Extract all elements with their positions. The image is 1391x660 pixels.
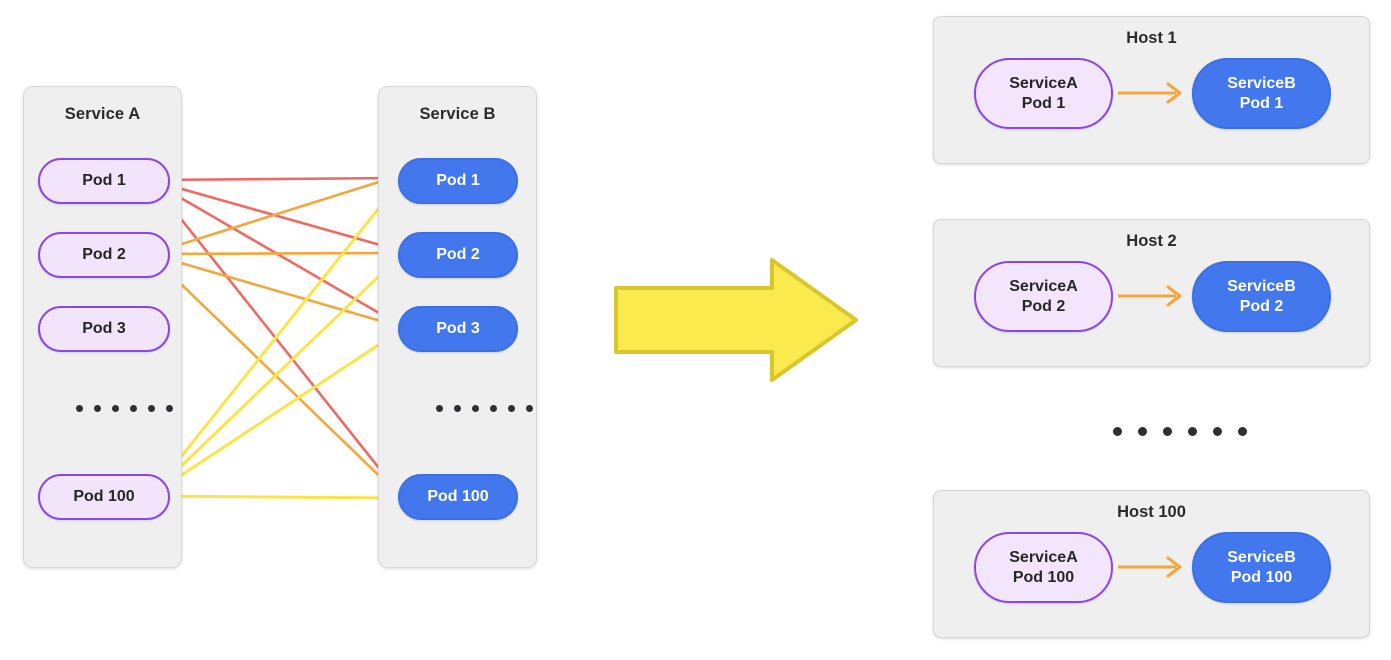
host-card-2: Host 2 ServiceA Pod 2 ServiceB Pod 2 (933, 219, 1370, 367)
host-card-100: Host 100 ServiceA Pod 100 ServiceB Pod 1… (933, 490, 1370, 638)
transform-arrow-icon (614, 258, 858, 382)
host-100-source-pod-label: Pod 100 (1012, 568, 1075, 586)
ellipsis-dot (130, 405, 137, 412)
edge-a1-b3 (149, 178, 401, 326)
edges-from-pod-a1 (148, 170, 401, 494)
service-b-pod-1[interactable]: Pod 1 (398, 158, 518, 204)
ellipsis-dot (76, 405, 83, 412)
ellipsis-dot (436, 405, 443, 412)
ellipsis-dot (454, 405, 461, 412)
ellipsis-dot (1163, 427, 1172, 436)
host-2-source-service: ServiceA (1009, 277, 1078, 295)
host-2-target-pod[interactable]: ServiceB Pod 2 (1192, 261, 1331, 332)
edge-a1-b2 (149, 178, 401, 254)
ellipsis-dot (166, 405, 173, 412)
host-100-target-pod-label: Pod 100 (1230, 568, 1293, 586)
host-100-target-pod[interactable]: ServiceB Pod 100 (1192, 532, 1331, 603)
ellipsis-dot (508, 405, 515, 412)
service-b-ellipsis (436, 405, 533, 412)
host-100-source-service: ServiceA (1009, 548, 1078, 566)
service-b-panel: Service B Pod 1 Pod 2 Pod 3 Pod 100 (378, 86, 537, 568)
host-2-source-pod[interactable]: ServiceA Pod 2 (974, 261, 1113, 332)
host-1-target-service: ServiceB (1227, 74, 1296, 92)
host-2-arrow-icon (1118, 285, 1182, 307)
edge-a1-b100 (148, 179, 400, 494)
edge-a100-b3 (149, 330, 401, 498)
service-a-title: Service A (64, 105, 141, 123)
edge-a100-b2 (148, 256, 400, 498)
service-a-panel: Service A Pod 1 Pod 2 Pod 3 Pod 100 (23, 86, 182, 568)
host-2-source-pod-label: Pod 2 (1021, 297, 1066, 315)
host-card-1: Host 1 ServiceA Pod 1 ServiceB Pod 1 (933, 16, 1370, 164)
edges-from-pod-a100 (148, 181, 401, 507)
edge-a100-b100 (149, 488, 401, 507)
ellipsis-dot (1113, 427, 1122, 436)
ellipsis-dot (148, 405, 155, 412)
service-a-pod-100[interactable]: Pod 100 (38, 474, 170, 520)
service-a-pod-1[interactable]: Pod 1 (38, 158, 170, 204)
service-b-pod-2[interactable]: Pod 2 (398, 232, 518, 278)
service-b-pod-3[interactable]: Pod 3 (398, 306, 518, 352)
host-2-title: Host 2 (1126, 232, 1177, 250)
edge-a2-b2 (149, 245, 401, 261)
edge-a1-b1 (149, 170, 401, 186)
ellipsis-dot (1213, 427, 1222, 436)
ellipsis-dot (112, 405, 119, 412)
service-b-pod-100[interactable]: Pod 100 (398, 474, 518, 520)
hosts-ellipsis (1113, 427, 1247, 436)
edge-a2-b100 (149, 253, 400, 496)
host-2-target-service: ServiceB (1227, 277, 1296, 295)
service-a-pod-2[interactable]: Pod 2 (38, 232, 170, 278)
service-a-pod-3[interactable]: Pod 3 (38, 306, 170, 352)
edge-a100-b1 (148, 181, 400, 497)
ellipsis-dot (1188, 427, 1197, 436)
host-100-target-service: ServiceB (1227, 548, 1296, 566)
host-100-source-pod[interactable]: ServiceA Pod 100 (974, 532, 1113, 603)
host-1-source-pod[interactable]: ServiceA Pod 1 (974, 58, 1113, 129)
service-b-title: Service B (419, 105, 496, 123)
host-2-target-pod-label: Pod 2 (1239, 297, 1284, 315)
edge-a2-b3 (149, 252, 401, 330)
host-1-target-pod[interactable]: ServiceB Pod 1 (1192, 58, 1331, 129)
ellipsis-dot (526, 405, 533, 412)
host-1-arrow-icon (1118, 82, 1182, 104)
host-1-title: Host 1 (1126, 29, 1177, 47)
ellipsis-dot (490, 405, 497, 412)
ellipsis-dot (1138, 427, 1147, 436)
edge-a2-b1 (149, 172, 401, 256)
host-1-source-pod-label: Pod 1 (1021, 94, 1066, 112)
host-1-target-pod-label: Pod 1 (1239, 94, 1284, 112)
edges-from-pod-a2 (149, 172, 401, 496)
host-100-arrow-icon (1118, 556, 1182, 578)
host-1-source-service: ServiceA (1009, 74, 1078, 92)
host-100-title: Host 100 (1117, 503, 1186, 521)
ellipsis-dot (472, 405, 479, 412)
service-a-ellipsis (76, 405, 173, 412)
ellipsis-dot (1238, 427, 1247, 436)
ellipsis-dot (94, 405, 101, 412)
